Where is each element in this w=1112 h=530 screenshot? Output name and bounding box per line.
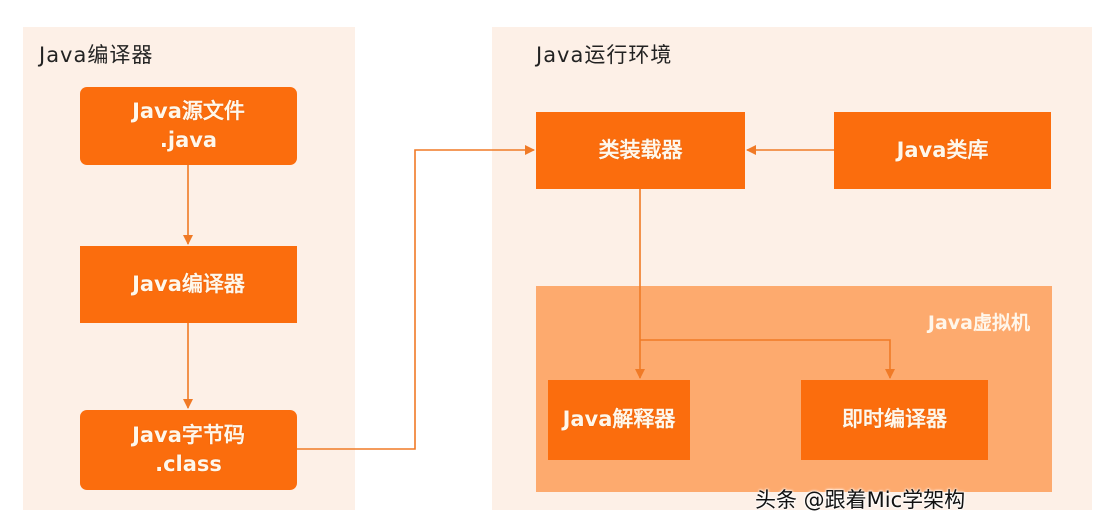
node-class-loader[interactable]: 类装载器 [536,112,745,189]
node-java-source-file[interactable]: Java源文件 .java [80,87,297,165]
node-class-loader-label: 类装载器 [598,137,683,162]
node-java-bytecode-label: Java字节码 [132,422,245,447]
node-java-class-library-label: Java类库 [896,137,989,162]
runtime-panel-title: Java运行环境 [536,43,673,67]
node-java-source-file-label: Java源文件 [132,98,245,123]
node-java-bytecode[interactable]: Java字节码 .class [80,410,297,490]
node-java-interpreter[interactable]: Java解释器 [548,380,690,460]
compiler-panel-title: Java编译器 [39,43,154,67]
jvm-title: Java虚拟机 [927,312,1030,334]
node-java-bytecode-ext: .class [155,452,222,476]
node-java-compiler[interactable]: Java编译器 [80,246,297,323]
node-java-interpreter-label: Java解释器 [562,407,676,432]
node-java-source-file-ext: .java [159,128,218,152]
node-jit-compiler-label: 即时编译器 [842,407,947,432]
watermark: 头条 @跟着Mic学架构 [755,488,966,512]
node-java-class-library[interactable]: Java类库 [834,112,1051,189]
node-jit-compiler[interactable]: 即时编译器 [801,380,988,460]
node-java-compiler-label: Java编译器 [132,271,245,296]
